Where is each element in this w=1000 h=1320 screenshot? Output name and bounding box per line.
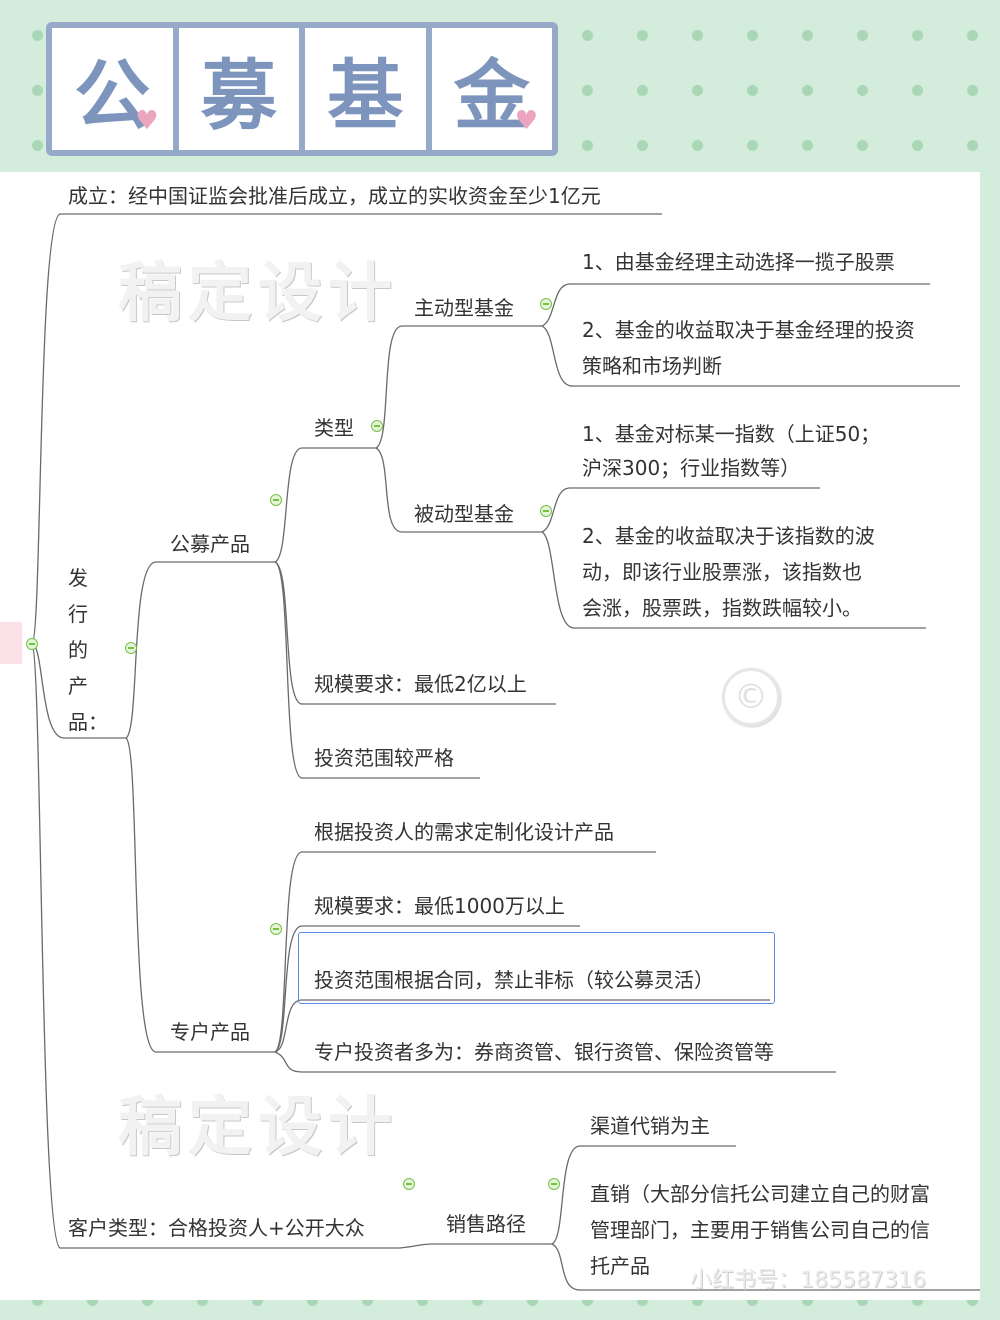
root-node-tab[interactable] (0, 622, 22, 664)
sales-item-cont: 管理部门，主要用于销售公司自己的信 (590, 1218, 930, 1242)
title-char: 募 (200, 51, 277, 140)
issued-char: 品： (68, 710, 108, 734)
passive-point-1[interactable]: 1、基金对标某一指数（上证50； (582, 422, 881, 446)
special-item[interactable]: 规模要求：最低1000万以上 (314, 894, 565, 918)
heart-icon: ♥ (514, 106, 538, 136)
mindmap-canvas (0, 172, 980, 1300)
title-char: 基 (327, 51, 404, 140)
collapse-icon[interactable] (548, 1178, 560, 1190)
special-item[interactable]: 根据投资人的需求定制化设计产品 (314, 820, 614, 844)
passive-fund-node[interactable]: 被动型基金 (414, 502, 514, 526)
collapse-icon[interactable] (125, 642, 137, 654)
special-product-node[interactable]: 专户产品 (170, 1020, 250, 1044)
title-cell: 募 (178, 28, 299, 150)
title-banner: 公♥ 募 基 金♥ (46, 22, 558, 156)
watermark-design: 稿定设计 (118, 1091, 398, 1165)
watermark-design: 稿定设计 (118, 257, 398, 331)
active-fund-node[interactable]: 主动型基金 (414, 296, 514, 320)
title-char: 金 (453, 51, 530, 140)
issued-char: 产 (68, 674, 88, 698)
issued-products-node[interactable]: 发 行 的 产 品： (68, 560, 108, 740)
sales-item-cont: 托产品 (590, 1254, 650, 1278)
special-item-selected[interactable]: 投资范围根据合同，禁止非标（较公募灵活） (314, 968, 714, 992)
establish-node[interactable]: 成立：经中国证监会批准后成立，成立的实收资金至少1亿元 (68, 184, 601, 208)
selected-node-outline[interactable] (298, 932, 775, 1004)
collapse-icon[interactable] (540, 505, 552, 517)
passive-point-2-cont: 会涨，股票跌，指数跌幅较小。 (582, 596, 862, 620)
passive-point-2-cont: 动，即该行业股票涨，该指数也 (582, 560, 862, 584)
collapse-icon[interactable] (270, 494, 282, 506)
type-node[interactable]: 类型 (314, 416, 354, 440)
title-char: 公 (74, 51, 151, 140)
collapse-icon[interactable] (26, 638, 38, 650)
sales-path-node[interactable]: 销售路径 (446, 1212, 526, 1236)
issued-char: 发 (68, 566, 88, 590)
collapse-icon[interactable] (270, 923, 282, 935)
title-cell: 公♥ (52, 28, 173, 150)
passive-point-2[interactable]: 2、基金的收益取决于该指数的波 (582, 524, 875, 548)
active-point-2[interactable]: 2、基金的收益取决于基金经理的投资 (582, 318, 915, 342)
active-point-1[interactable]: 1、由基金经理主动选择一揽子股票 (582, 250, 895, 274)
sales-item[interactable]: 渠道代销为主 (590, 1114, 710, 1138)
copyright-watermark-icon: © (722, 668, 780, 726)
public-product-node[interactable]: 公募产品 (170, 532, 250, 556)
title-cell: 金♥ (431, 28, 552, 150)
collapse-icon[interactable] (371, 420, 383, 432)
passive-point-1-cont: 沪深300；行业指数等） (582, 456, 801, 480)
collapse-icon[interactable] (403, 1178, 415, 1190)
issued-char: 行 (68, 602, 88, 626)
public-scale-node[interactable]: 规模要求：最低2亿以上 (314, 672, 527, 696)
special-item[interactable]: 专户投资者多为：券商资管、银行资管、保险资管等 (314, 1040, 774, 1064)
sales-item[interactable]: 直销（大部分信托公司建立自己的财富 (590, 1182, 930, 1206)
collapse-icon[interactable] (540, 298, 552, 310)
public-scope-node[interactable]: 投资范围较严格 (314, 746, 454, 770)
watermark-xhs: 小红书号：185587316 (690, 1268, 926, 1293)
title-cell: 基 (305, 28, 426, 150)
issued-char: 的 (68, 638, 88, 662)
heart-icon: ♥ (135, 106, 159, 136)
active-point-2-cont: 策略和市场判断 (582, 354, 722, 378)
customer-type-node[interactable]: 客户类型：合格投资人+公开大众 (68, 1216, 365, 1240)
